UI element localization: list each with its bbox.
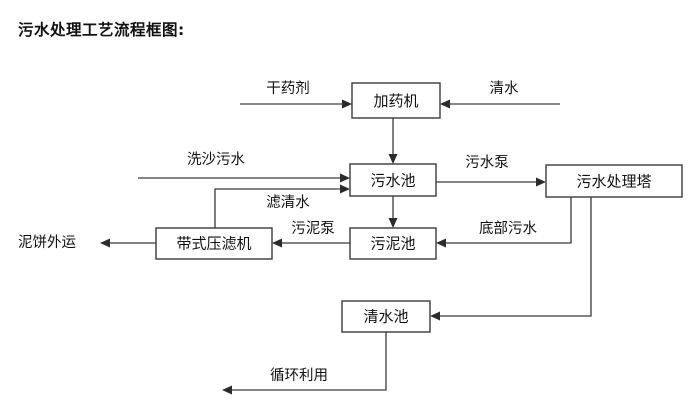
node-box xyxy=(349,227,437,260)
arrow-head-icon xyxy=(340,184,350,194)
node-box xyxy=(341,300,431,333)
arrow-head-icon xyxy=(222,385,232,395)
edge-label-dry-chemical: 干药剂 xyxy=(266,80,310,97)
edge-dry-chemical-to-dosing: 干药剂 xyxy=(240,80,352,109)
edge-clear-water-recycle: 循环利用 xyxy=(222,332,387,395)
edge-line xyxy=(214,188,343,228)
node-sludge-pool[interactable]: 污泥池 xyxy=(349,227,437,260)
arrow-head-icon xyxy=(388,154,398,164)
arrow-head-icon xyxy=(430,311,440,321)
edge-tower-to-sludge-pool: 底部污水 xyxy=(436,197,572,248)
edge-wastewater-to-tower: 污水泵 xyxy=(436,154,546,187)
arrow-head-icon xyxy=(388,218,398,228)
node-wastewater-pool[interactable]: 污水池 xyxy=(349,163,437,197)
edge-line xyxy=(437,197,592,317)
arrow-head-icon xyxy=(340,173,350,183)
node-label-dosing-machine: 加药机 xyxy=(373,92,418,110)
node-label-belt-filter-press: 带式压滤机 xyxy=(176,235,251,253)
node-label-sludge-pool: 污泥池 xyxy=(370,235,415,253)
edge-sludge-to-filter-press: 污泥泵 xyxy=(272,220,350,248)
edge-filter-press-to-mud-cake: 泥饼外运 xyxy=(18,234,156,251)
terminal-label-mud-cake-out: 泥饼外运 xyxy=(18,234,76,251)
edge-label-filtered-clear-water: 滤清水 xyxy=(266,194,310,211)
edge-dosing-to-wastewater-pool xyxy=(388,118,398,164)
edge-label-clean-water: 清水 xyxy=(490,80,519,97)
arrow-head-icon xyxy=(342,99,352,109)
page-title: 污水处理工艺流程框图: xyxy=(18,21,185,39)
node-box xyxy=(155,227,273,260)
node-label-treatment-tower: 污水处理塔 xyxy=(576,173,651,191)
node-belt-filter-press[interactable]: 带式压滤机 xyxy=(155,227,273,260)
node-box xyxy=(545,164,683,198)
arrow-head-icon xyxy=(100,238,110,248)
edge-wastewater-to-sludge-pool xyxy=(388,196,398,228)
edge-label-recycle-use: 循环利用 xyxy=(270,367,328,384)
node-box xyxy=(349,163,437,197)
node-dosing-machine[interactable]: 加药机 xyxy=(351,82,441,119)
edge-line xyxy=(443,197,572,244)
edge-label-sewage-pump: 污水泵 xyxy=(465,154,509,171)
arrow-head-icon xyxy=(272,238,282,248)
edge-clean-water-to-dosing: 清水 xyxy=(440,80,560,109)
node-label-clear-water-pool: 清水池 xyxy=(363,308,408,326)
edge-line xyxy=(229,332,387,391)
edge-filter-press-to-wastewater-pool: 滤清水 xyxy=(214,184,350,228)
edge-label-sludge-pump: 污泥泵 xyxy=(291,220,335,237)
edge-sand-wash-to-wastewater-pool: 洗沙污水 xyxy=(138,151,350,183)
node-box xyxy=(351,82,441,119)
node-clear-water-pool[interactable]: 清水池 xyxy=(341,300,431,333)
node-label-wastewater-pool: 污水池 xyxy=(370,172,415,190)
edge-label-sand-wash-sewage: 洗沙污水 xyxy=(187,151,245,168)
arrow-head-icon xyxy=(536,177,546,187)
arrow-head-icon xyxy=(440,99,450,109)
edge-label-bottom-sewage: 底部污水 xyxy=(479,220,537,237)
node-treatment-tower[interactable]: 污水处理塔 xyxy=(545,164,683,198)
arrow-head-icon xyxy=(436,238,446,248)
edge-tower-to-clear-water-pool xyxy=(430,197,592,321)
